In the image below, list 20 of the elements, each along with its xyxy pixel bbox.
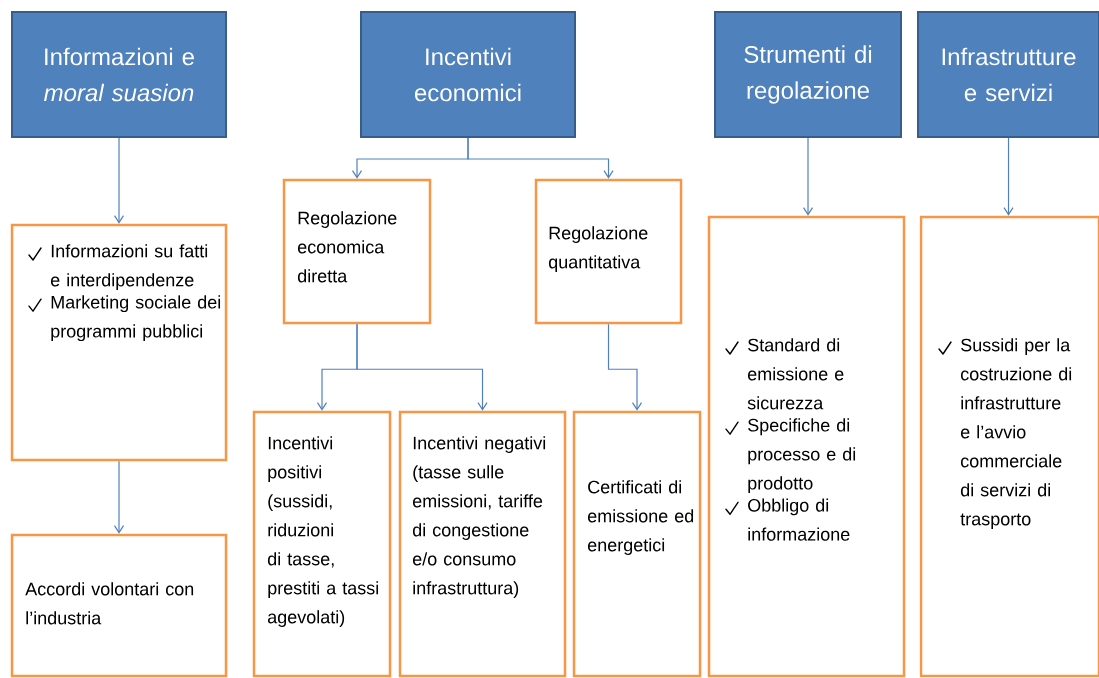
arrow <box>607 323 643 411</box>
arrow <box>802 137 814 216</box>
arrow <box>113 137 125 224</box>
text-box: Incentivi negativi (tasse sulle emissioni, tariffe di congestione e/o consumo infrastruttura) <box>398 410 567 678</box>
checklist-box: Sussidi per la costruzione di infrastrutture e l’avvio commerciale di servizi di trasporto <box>919 215 1099 678</box>
header-box: Strumenti di regolazione <box>714 11 902 138</box>
arrow <box>467 137 614 179</box>
header-box: Incentivi economici <box>360 11 576 138</box>
arrow <box>113 460 125 534</box>
arrow <box>356 323 488 411</box>
text-box: Regolazione quantitativa <box>534 178 683 325</box>
text-box: Incentivi positivi (sussidi, riduzioni di tasse, prestiti a tassi agevolati) <box>252 410 392 678</box>
text-box: Accordi volontari con l’industria <box>10 533 228 678</box>
arrow <box>1003 137 1014 216</box>
header-box: Infrastrutture e servizi <box>917 11 1099 138</box>
header-box: Informazioni e moral suasion <box>11 11 227 138</box>
text-box: Regolazione economica diretta <box>282 178 432 325</box>
checklist-box: Standard di emissione e sicurezza Specifiche di processo e di prodotto Obbligo di informazione <box>707 215 906 678</box>
checklist-box: Informazioni su fatti e interdipendenze Marketing sociale dei programmi pubblici <box>10 223 228 462</box>
text-box: Certificati di emissione ed energetici <box>572 410 702 678</box>
